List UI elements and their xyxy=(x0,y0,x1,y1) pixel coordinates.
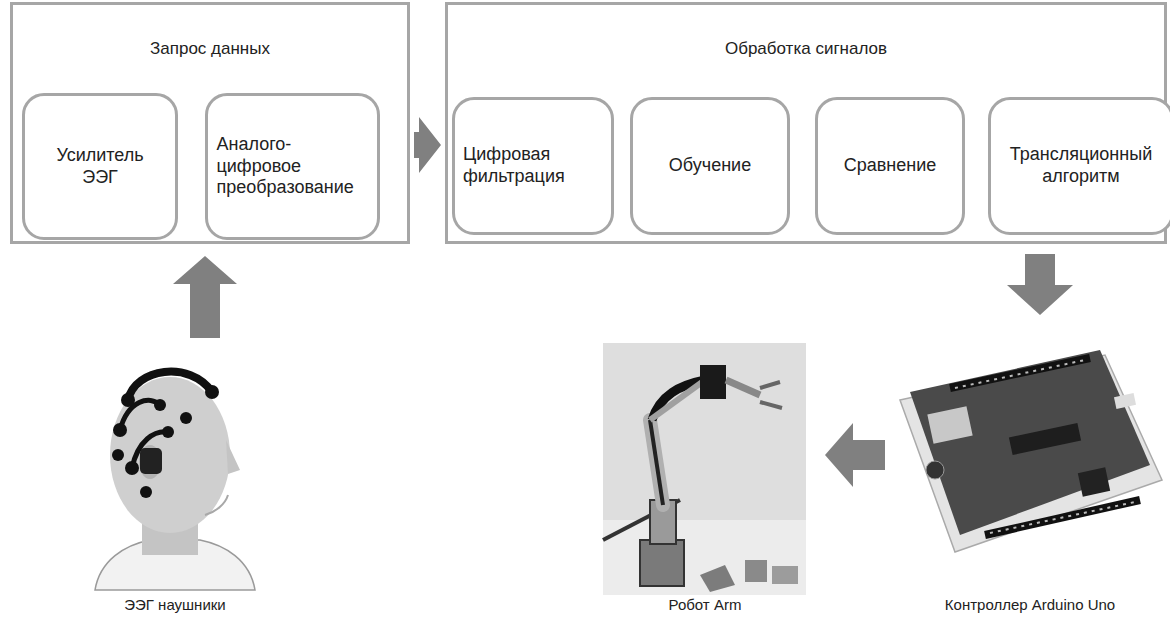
step-label: Сравнение xyxy=(844,155,937,177)
eeg-headset-photo-part xyxy=(110,377,230,533)
eeg-headset-photo-part xyxy=(205,385,219,399)
eeg-headset-photo-part xyxy=(125,461,139,475)
robot-arm-photo-part xyxy=(650,420,663,505)
block-arrow xyxy=(1007,254,1073,315)
eeg-headset-photo-part xyxy=(139,445,161,479)
step-label: Усилитель ЭЭГ xyxy=(48,145,152,189)
arduino-board-photo-part xyxy=(985,500,1140,535)
eeg-headset-photo-part xyxy=(154,399,166,411)
stage-panel: Обработка сигналовЦифровая фильтрация Обу… xyxy=(445,2,1167,244)
block-arrow xyxy=(173,256,237,338)
arduino-board-photo-part xyxy=(927,406,972,444)
eeg-headset-photo-part xyxy=(140,448,162,474)
eeg-headset-photo-part xyxy=(205,495,228,515)
process-box: Усилитель ЭЭГ xyxy=(22,93,178,240)
eeg-headset-photo-part xyxy=(128,372,212,400)
stage-panel: Запрос данныхУсилитель ЭЭГ Аналого- цифро… xyxy=(10,2,410,244)
figure-caption: Робот Arm xyxy=(666,596,745,613)
eeg-headset-photo-part xyxy=(121,393,135,407)
step-label: Цифровая фильтрация xyxy=(463,144,603,188)
eeg-headset-photo-part xyxy=(162,426,174,438)
process-box: Обучение xyxy=(630,97,790,235)
block-arrow xyxy=(825,423,885,487)
step-label: Аналого- цифровое преобразование xyxy=(217,134,369,200)
arduino-board-photo xyxy=(900,350,1162,552)
arduino-board-photo-part xyxy=(950,358,1090,388)
stage-title: Запрос данных xyxy=(13,39,407,59)
robot-arm-photo-part xyxy=(726,380,760,395)
process-box: Аналого- цифровое преобразование xyxy=(205,93,380,240)
figure-caption: ЭЭГ наушники xyxy=(121,596,228,613)
arduino-board-photo-part xyxy=(1078,467,1110,496)
stage-title: Обработка сигналов xyxy=(448,39,1164,59)
step-label: Обучение xyxy=(669,155,751,177)
arduino-board-photo-part xyxy=(926,461,944,479)
arduino-board-photo-part xyxy=(1114,393,1136,409)
robot-arm-photo-part xyxy=(603,343,806,595)
eeg-headset-photo xyxy=(95,372,255,590)
device-figure: Робот Arm xyxy=(595,340,815,616)
eeg-headset-photo-part xyxy=(112,449,124,461)
robot-arm-photo-part xyxy=(772,566,798,584)
eeg-headset-photo-part xyxy=(113,423,127,437)
robot-arm-photo-part xyxy=(650,420,663,505)
process-box: Цифровая фильтрация xyxy=(452,97,614,235)
process-box: Сравнение xyxy=(815,97,965,235)
block-arrow xyxy=(414,117,441,173)
robot-arm-photo-part xyxy=(745,560,767,582)
arduino-board-photo-part xyxy=(990,502,1135,533)
robot-arm-photo-part xyxy=(603,520,806,595)
process-box: Трансляционный алгоритм xyxy=(988,97,1170,235)
arduino-board-photo-part xyxy=(955,360,1085,388)
device-figure: Контроллер Arduino Uno xyxy=(895,325,1165,616)
device-figure: ЭЭГ наушники xyxy=(90,350,260,616)
step-label: Трансляционный алгоритм xyxy=(999,144,1163,188)
arduino-board-photo-part xyxy=(1009,423,1081,455)
figure-caption: Контроллер Arduino Uno xyxy=(942,596,1118,613)
robot-arm-photo-part xyxy=(700,565,735,592)
eeg-headset-photo-part xyxy=(226,440,240,474)
robot-arm-photo-part xyxy=(760,382,782,408)
robot-arm-photo-part xyxy=(640,540,684,586)
eeg-headset-photo-part xyxy=(140,486,152,498)
arduino-board-photo-part xyxy=(910,350,1150,535)
robot-arm-photo-part xyxy=(700,365,726,399)
robot-arm-photo xyxy=(603,343,806,595)
robot-arm-photo-part xyxy=(650,380,705,420)
eeg-headset-photo-part xyxy=(180,412,192,424)
